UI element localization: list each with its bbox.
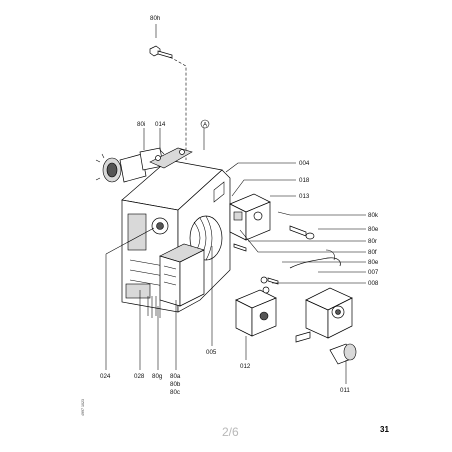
callout-circle-a xyxy=(200,119,210,129)
label-011: 011 xyxy=(340,387,350,394)
label-a: A xyxy=(203,122,208,129)
label-80i: 80i xyxy=(137,121,145,128)
label-80a: 80a xyxy=(170,373,181,380)
oil-line-007 xyxy=(289,257,341,269)
label-80e-upper: 80e xyxy=(368,226,379,233)
screw-80h xyxy=(149,45,173,59)
label-004: 004 xyxy=(299,160,310,167)
label-80h: 80h xyxy=(150,15,161,22)
label-028: 028 xyxy=(134,373,145,380)
label-80b: 80b xyxy=(170,381,181,388)
fitting-011 xyxy=(329,343,357,365)
page-counter: 2/6 xyxy=(222,425,239,439)
screw-80r xyxy=(233,243,247,252)
document-code: 4997 1023 xyxy=(81,399,85,416)
valve-013 xyxy=(229,193,271,241)
label-80c: 80c xyxy=(170,389,180,396)
capacitor-012 xyxy=(235,286,277,337)
label-80k: 80k xyxy=(368,212,379,219)
label-008: 008 xyxy=(368,280,379,287)
label-80e-lower: 80e xyxy=(368,259,379,266)
leader-lines xyxy=(105,24,366,384)
screw-80e xyxy=(289,225,315,240)
label-014: 014 xyxy=(155,121,166,128)
part-labels: 80h 80i 014 A 004 018 013 80k 80e 80r 80… xyxy=(100,15,379,396)
label-005: 005 xyxy=(206,349,217,356)
label-024: 024 xyxy=(100,373,111,380)
label-80f: 80f xyxy=(368,249,377,256)
label-007: 007 xyxy=(368,269,379,276)
label-80g: 80g xyxy=(152,373,163,380)
control-box-80a xyxy=(147,243,205,318)
nozzle-008 xyxy=(260,276,279,285)
assembly-line-80h xyxy=(169,56,187,160)
label-013: 013 xyxy=(299,193,310,200)
label-018: 018 xyxy=(299,177,310,184)
label-80r: 80r xyxy=(368,238,377,245)
page-number: 31 xyxy=(380,425,389,434)
label-012: 012 xyxy=(240,363,251,370)
solenoid-valve xyxy=(295,287,353,343)
